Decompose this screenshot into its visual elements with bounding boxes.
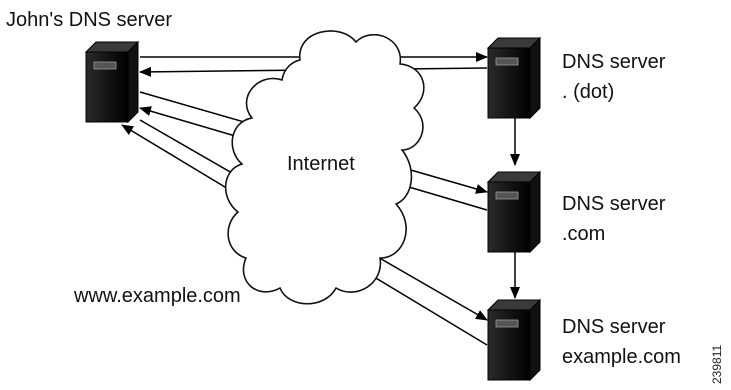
- server-tower-icon: [486, 298, 542, 382]
- com-dns-server: [486, 170, 542, 254]
- query-domain-label: www.example.com: [74, 285, 241, 307]
- figure-id: 239811: [710, 344, 724, 384]
- root-server-label-line2: . (dot): [562, 81, 615, 103]
- johns-dns-server-label: John's DNS server: [6, 9, 173, 31]
- server-tower-icon: [486, 170, 542, 254]
- com-server-label-line1: DNS server: [562, 193, 666, 215]
- server-tower-icon: [486, 36, 542, 120]
- example-dns-server: [486, 298, 542, 382]
- cloud-mask: [224, 30, 425, 305]
- server-tower-icon: [84, 40, 140, 124]
- root-dns-server: [486, 36, 542, 120]
- johns-dns-server: [84, 40, 140, 124]
- root-server-label-line1: DNS server: [562, 51, 666, 73]
- example-server-label-line2: example.com: [562, 346, 681, 368]
- com-server-label-line2: .com: [562, 223, 606, 245]
- internet-label: Internet: [287, 153, 355, 175]
- example-server-label-line1: DNS server: [562, 316, 666, 338]
